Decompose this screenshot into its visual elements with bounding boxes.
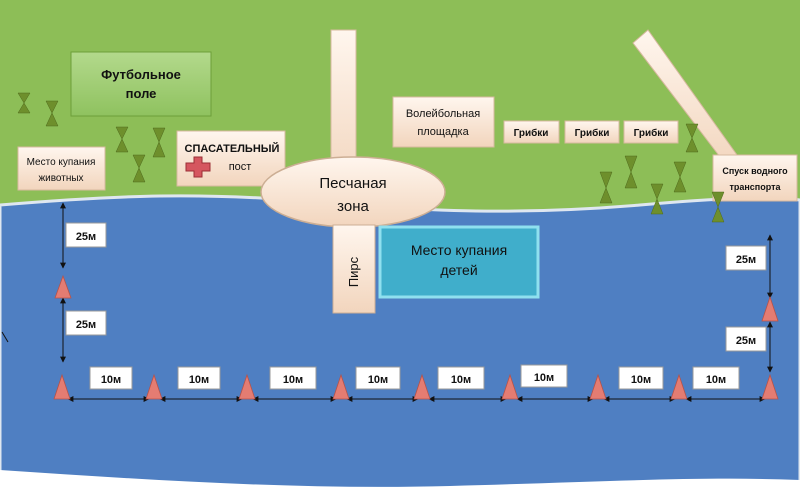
cone-buoy-icon — [332, 373, 350, 400]
animals-bathing-box — [17, 146, 106, 191]
boat-launch-box — [712, 154, 798, 202]
kids-bathing-zone — [378, 225, 540, 299]
distance-box — [692, 366, 740, 390]
cone-buoy-icon — [501, 373, 519, 400]
mushroom-label-3: Грибки — [634, 127, 669, 139]
distance-right-top: 25м — [736, 254, 756, 266]
distance-bottom-5: 10м — [451, 374, 471, 386]
lifeguard-label-2: пост — [229, 161, 252, 173]
cone-buoy-icon — [238, 373, 256, 400]
cone-buoy-icon — [589, 373, 607, 400]
distance-bottom-8: 10м — [706, 374, 726, 386]
pier — [332, 224, 376, 314]
distance-bottom-4: 10м — [368, 374, 388, 386]
animals-label-2: животных — [38, 173, 83, 184]
distance-box — [65, 222, 107, 248]
distance-left-top: 25м — [76, 231, 96, 243]
boundary-lines — [60, 202, 773, 402]
mushroom-box-3 — [623, 120, 679, 144]
distance-box — [65, 310, 107, 336]
hourglass-tree-icon — [685, 123, 699, 153]
distance-box — [725, 326, 767, 352]
distance-bottom-3: 10м — [283, 374, 303, 386]
distance-left-bottom: 25м — [76, 319, 96, 331]
cone-buoy-icon — [670, 373, 688, 400]
distance-right-bottom: 25м — [736, 335, 756, 347]
hourglass-tree-icon — [152, 127, 166, 158]
mushroom-label-1: Грибки — [514, 127, 549, 139]
water-bottom-edge — [0, 470, 800, 500]
distance-box — [355, 366, 401, 390]
hourglass-tree-icon — [624, 155, 638, 189]
football-label-1: Футбольное — [101, 67, 181, 82]
football-field — [70, 51, 212, 117]
cone-buoy-icon — [761, 373, 779, 400]
volleyball-label-1: Волейбольная — [406, 108, 480, 120]
distance-bottom-2: 10м — [189, 374, 209, 386]
volleyball-box — [392, 96, 495, 148]
sand-zone — [260, 156, 446, 228]
mushroom-box-1 — [503, 120, 560, 144]
hourglass-tree-icon — [673, 161, 687, 193]
distance-box — [89, 366, 133, 390]
buoys — [53, 274, 779, 400]
cone-buoy-icon — [761, 295, 779, 322]
hourglass-tree-icon — [132, 154, 146, 183]
boat-launch-label-1: Спуск водного — [722, 166, 788, 176]
hourglass-tree-icon — [711, 191, 725, 223]
lifeguard-label-1: СПАСАТЕЛЬНЫЙ — [185, 142, 280, 155]
distance-box — [725, 245, 767, 271]
edge-bracket-mark — [1, 331, 9, 343]
pier-label: Пирс — [346, 256, 361, 287]
first-aid-cross-icon — [185, 156, 211, 178]
football-label-2: поле — [126, 86, 157, 101]
distance-box — [437, 366, 485, 390]
cone-buoy-icon — [145, 373, 163, 400]
hourglass-tree-icon — [650, 183, 664, 215]
distance-box — [520, 364, 568, 388]
animals-label-1: Место купания — [27, 157, 96, 168]
hourglass-tree-icon — [115, 126, 129, 153]
sand-label-2: зона — [337, 198, 369, 215]
kids-label-1: Место купания — [411, 242, 507, 258]
hourglass-tree-icon — [45, 100, 59, 127]
volleyball-label-2: площадка — [417, 126, 469, 138]
kids-label-2: детей — [440, 262, 477, 278]
distance-labels: 25м 25м 25м 25м 10м 10м 10м 10м 10м 10м … — [65, 222, 767, 390]
trees — [17, 92, 725, 223]
distance-bottom-1: 10м — [101, 374, 121, 386]
mushroom-box-2 — [564, 120, 620, 144]
distance-box — [177, 366, 221, 390]
distance-box — [269, 366, 317, 390]
cone-buoy-icon — [54, 274, 72, 299]
distance-bottom-6: 10м — [534, 372, 554, 384]
distance-box — [618, 366, 664, 390]
mushroom-label-2: Грибки — [575, 127, 610, 139]
sand-label-1: Песчаная — [319, 175, 386, 192]
hourglass-tree-icon — [17, 92, 31, 114]
cone-buoy-icon — [53, 373, 71, 400]
boat-launch-label-2: транспорта — [729, 182, 781, 192]
cone-buoy-icon — [413, 373, 431, 400]
hourglass-tree-icon — [599, 171, 613, 204]
distance-bottom-7: 10м — [631, 374, 651, 386]
